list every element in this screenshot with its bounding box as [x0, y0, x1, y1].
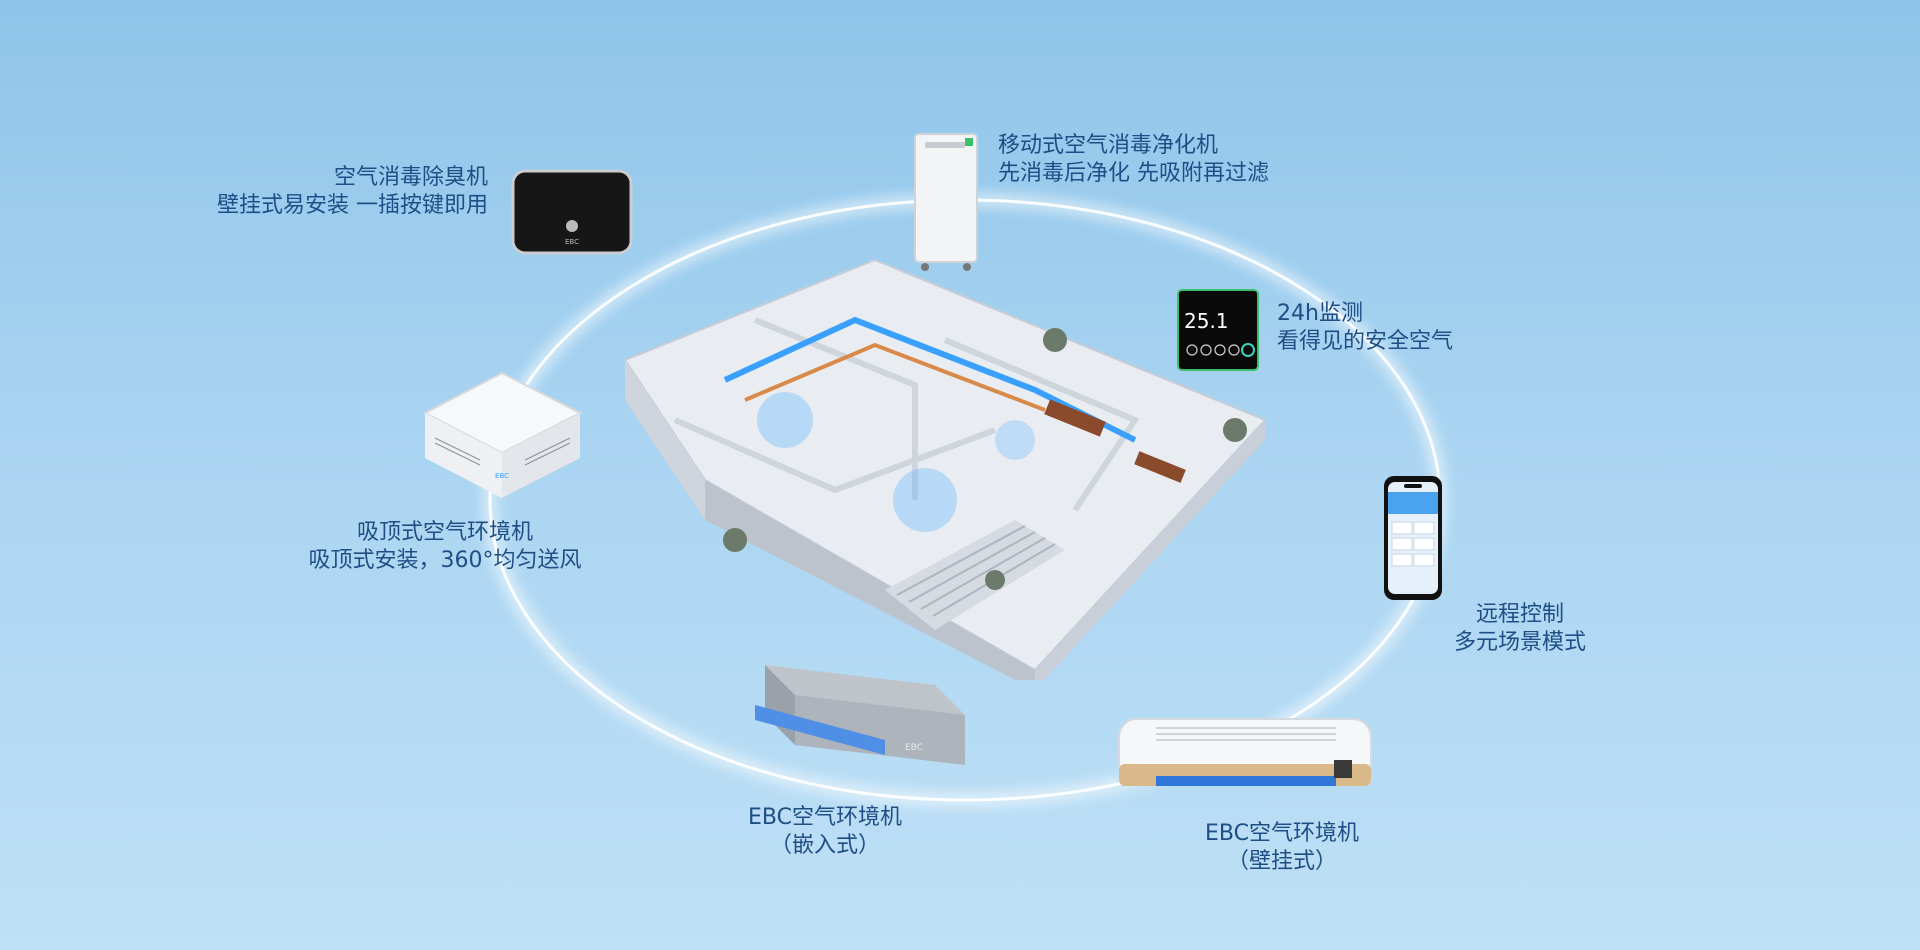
wall-unit-product	[1118, 718, 1372, 786]
wall-deodorizer-product: EBC	[511, 169, 633, 255]
ceiling-unit-caption: 吸顶式空气环境机 吸顶式安装，360°均匀送风	[300, 519, 590, 575]
embedded-unit-title: EBC空气环境机	[748, 805, 902, 830]
mobile-purifier-title: 移动式空气消毒净化机	[998, 133, 1219, 158]
phone-app-subtitle: 多元场景模式	[1453, 630, 1586, 655]
wall-deodorizer-brand: EBC	[565, 238, 579, 246]
wall-unit-caption: EBC空气环境机 （壁挂式）	[1172, 820, 1392, 876]
mobile-purifier-product	[914, 133, 978, 271]
monitor-subtitle: 看得见的安全空气	[1277, 329, 1454, 354]
phone-app-caption: 远程控制 多元场景模式	[1420, 601, 1620, 657]
wall-deodorizer-title: 空气消毒除臭机	[333, 165, 488, 190]
house-floorplan-model	[623, 258, 1267, 680]
wall-unit-title: EBC空气环境机	[1205, 821, 1359, 846]
phone-app-title: 远程控制	[1475, 602, 1564, 627]
ceiling-unit-subtitle: 吸顶式安装，360°均匀送风	[308, 548, 582, 573]
monitor-reading: 25.1	[1184, 309, 1229, 333]
embedded-unit-subtitle: （嵌入式）	[769, 833, 880, 858]
ceiling-unit-brand: EBC	[495, 472, 509, 480]
wall-deodorizer-subtitle: 壁挂式易安装 一插按键即用	[217, 193, 488, 218]
monitor-panel-product: 25.1	[1177, 289, 1259, 371]
mobile-purifier-caption: 移动式空气消毒净化机 先消毒后净化 先吸附再过滤	[998, 132, 1318, 188]
wall-unit-subtitle: （壁挂式）	[1226, 849, 1337, 874]
ceiling-unit-title: 吸顶式空气环境机	[356, 520, 533, 545]
monitor-caption: 24h监测 看得见的安全空气	[1277, 300, 1507, 356]
monitor-title: 24h监测	[1277, 301, 1363, 326]
embedded-unit-product: EBC	[755, 665, 965, 765]
ceiling-unit-product: EBC	[422, 371, 583, 498]
mobile-purifier-subtitle: 先消毒后净化 先吸附再过滤	[998, 161, 1269, 186]
phone-app-product	[1384, 476, 1442, 600]
embedded-unit-brand: EBC	[905, 743, 923, 753]
wall-deodorizer-caption: 空气消毒除臭机 壁挂式易安装 一插按键即用	[198, 164, 488, 220]
embedded-unit-caption: EBC空气环境机 （嵌入式）	[715, 804, 935, 860]
